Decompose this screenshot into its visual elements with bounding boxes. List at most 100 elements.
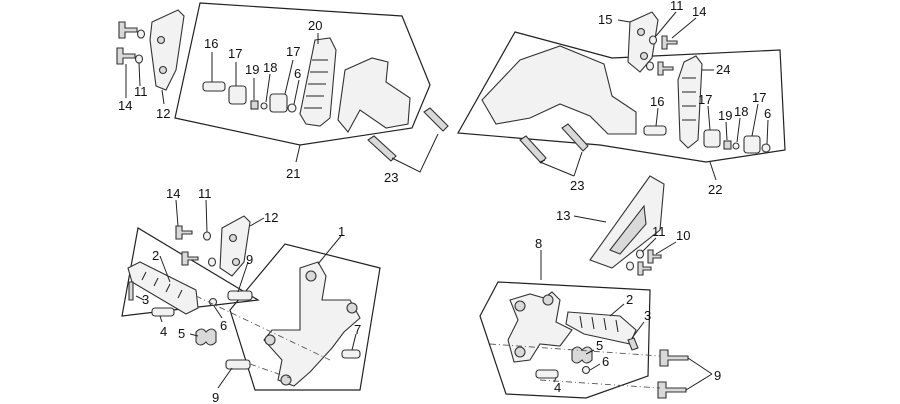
callout-17: 17 (752, 90, 766, 105)
screw-3-a (128, 281, 134, 301)
screw-14-d (657, 61, 674, 76)
leader (553, 377, 557, 383)
callout-1: 1 (338, 224, 345, 239)
spring-5-b (571, 346, 593, 364)
leader (265, 73, 271, 103)
leader (213, 305, 223, 319)
washer-11-h (625, 261, 635, 271)
leader (573, 215, 607, 223)
frame-22 (457, 31, 786, 163)
leader (159, 255, 171, 283)
leader (217, 367, 233, 389)
plate-17-d (743, 135, 761, 154)
leader (736, 117, 741, 143)
leader (237, 261, 249, 293)
clip-6-b (761, 143, 771, 153)
group-bottom-right (479, 175, 713, 399)
tread (579, 315, 619, 333)
callout-labels: 14 11 12 16 17 19 18 17 6 20 21 23 15 11… (118, 0, 771, 404)
frame-8 (479, 281, 651, 399)
footpeg-2-a (127, 261, 199, 315)
callout-12: 12 (156, 106, 170, 121)
peg-bracket-top-left (337, 57, 411, 133)
callout-17: 17 (698, 92, 712, 107)
group-bottom-left (121, 199, 381, 391)
hole (514, 346, 526, 358)
callout-9: 9 (212, 390, 219, 404)
leader (707, 105, 711, 131)
hole (514, 300, 526, 312)
hole (158, 65, 168, 75)
leader (138, 62, 141, 87)
callout-7: 7 (354, 322, 361, 337)
heel-plate-13-cutout (609, 204, 647, 255)
hole (156, 35, 166, 45)
heel-plate-15 (627, 11, 659, 73)
hole (639, 51, 649, 61)
leader (159, 315, 163, 323)
callout-6: 6 (764, 106, 771, 121)
callout-5: 5 (178, 326, 185, 341)
screw-14-c (661, 35, 678, 50)
spring-5-a (195, 328, 217, 346)
leader (585, 349, 595, 355)
callout-14: 14 (692, 4, 706, 19)
bolt-23-a (367, 135, 397, 162)
callout-22: 22 (708, 182, 722, 197)
hole (264, 334, 276, 346)
leader (391, 133, 439, 173)
callout-23: 23 (570, 178, 584, 193)
callout-4: 4 (160, 324, 167, 339)
callout-23: 23 (384, 170, 398, 185)
leader (293, 79, 300, 105)
plate-17-a (228, 85, 247, 105)
leader (295, 144, 301, 163)
callout-16: 16 (650, 94, 664, 109)
pin-4-a (151, 307, 175, 317)
callout-20: 20 (308, 18, 322, 33)
callout-11: 11 (652, 224, 666, 239)
tread (682, 77, 696, 121)
washer-11-g (635, 249, 645, 259)
footpeg-20 (299, 37, 337, 127)
pin-4-b (535, 369, 559, 379)
axis-line (195, 295, 331, 361)
hole (636, 27, 646, 37)
leader (609, 303, 625, 317)
screw-14-f (181, 251, 199, 266)
callout-2: 2 (152, 248, 159, 263)
leader (655, 11, 677, 37)
pin-9-b (225, 359, 251, 370)
leader (317, 235, 342, 265)
callout-9: 9 (246, 252, 253, 267)
callout-17: 17 (228, 46, 242, 61)
pin-16-b (643, 125, 667, 136)
leader (189, 333, 199, 337)
callout-18: 18 (263, 60, 277, 75)
spring-19-a (250, 100, 259, 110)
group-top-left (116, 2, 449, 173)
screw-10-a (647, 249, 662, 264)
leader (641, 237, 657, 253)
leader (589, 363, 601, 371)
washer-11-c (648, 35, 658, 45)
hole (231, 257, 241, 267)
leader (685, 357, 713, 391)
callout-8: 8 (535, 236, 542, 251)
callout-9: 9 (714, 368, 721, 383)
axis-line (539, 379, 661, 389)
callout-16: 16 (204, 36, 218, 51)
washer-11-b (134, 54, 144, 64)
plate-17-c (703, 129, 721, 148)
leader (135, 295, 145, 301)
heel-plate-12-b (219, 215, 251, 277)
callout-17: 17 (286, 44, 300, 59)
callout-14: 14 (166, 186, 180, 201)
bolt-23-d (561, 123, 589, 152)
heel-plate-13 (589, 175, 665, 269)
leader (175, 199, 179, 227)
callout-19: 19 (718, 108, 732, 123)
hole (542, 294, 554, 306)
